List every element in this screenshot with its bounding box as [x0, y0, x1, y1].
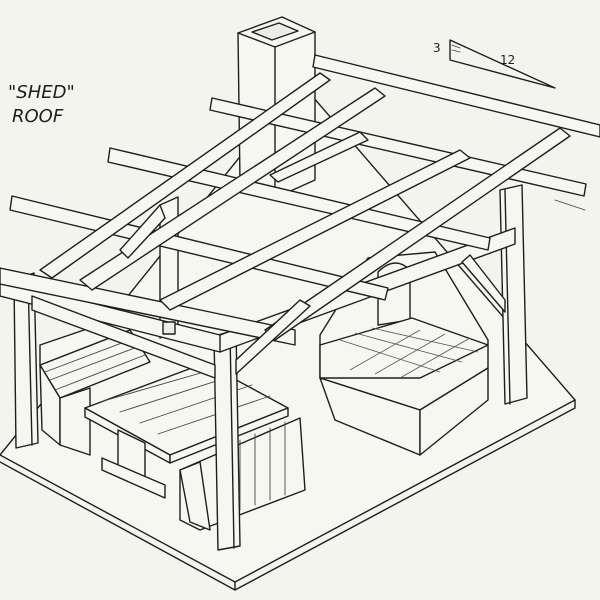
knee-braces	[31, 204, 506, 379]
front-bench	[179, 417, 306, 531]
annotation-line1: "SHED"	[8, 82, 75, 103]
annotation-line2: ROOF	[12, 106, 64, 127]
post-plaque	[162, 321, 176, 335]
pitch-run-label: 12	[500, 53, 515, 67]
roof-beams	[0, 54, 600, 353]
pitch-rise-label: 3	[433, 41, 441, 55]
pitch-indicator	[449, 39, 556, 89]
hearth-tiles	[339, 327, 479, 379]
dimension-tick	[554, 199, 586, 211]
